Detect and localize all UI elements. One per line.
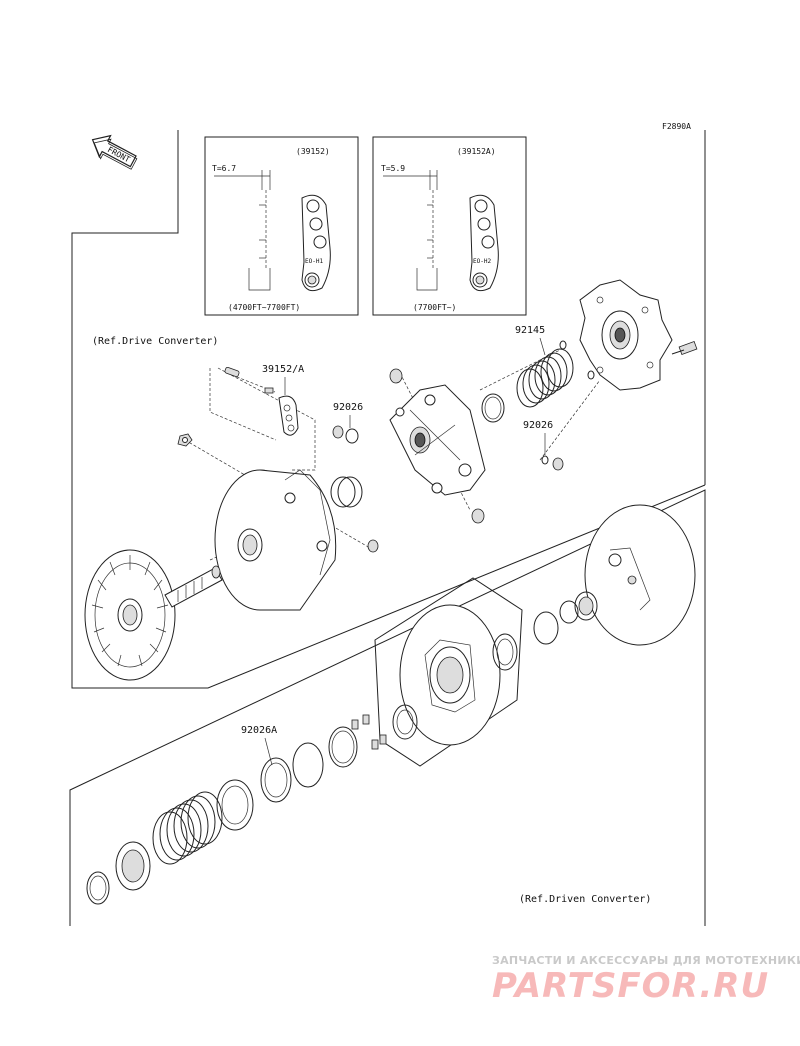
callout-92026-right: 92026: [523, 420, 553, 431]
shaft: [164, 565, 223, 608]
weight-arm: [278, 395, 299, 436]
callout-92026A: 92026A: [241, 725, 277, 736]
screws: [351, 714, 387, 750]
spider-assembly: [389, 384, 486, 496]
driven-cam: [374, 577, 523, 767]
washer: [541, 455, 549, 465]
inset-39152: (39152) T=6.7 EO-H1 (4700FT~7700FT): [204, 136, 359, 316]
ring: [481, 393, 505, 423]
inset-range: (4700FT~7700FT): [228, 303, 300, 312]
bushing: [330, 476, 356, 508]
front-arrow-icon: FRONT: [91, 134, 138, 170]
inset-range: (7700FT~): [413, 303, 456, 312]
drive-cover: [579, 279, 673, 391]
callout-39152A: 39152/A: [262, 364, 304, 375]
spring-92145: [516, 348, 574, 408]
watermark-tagline: ЗАПЧАСТИ И АКСЕССУАРЫ ДЛЯ МОТОТЕХНИКИ: [492, 954, 800, 967]
callout-92026-left: 92026: [333, 402, 363, 413]
washer: [292, 742, 324, 788]
movable-sheave: [214, 469, 337, 611]
driven-section-frame: [69, 489, 706, 926]
ref-drive-converter-label: (Ref.Drive Converter): [92, 336, 218, 347]
washer-92026A: [328, 726, 358, 768]
nut: [389, 368, 403, 384]
washer: [345, 428, 359, 444]
inset-thickness: T=6.7: [212, 164, 236, 173]
ring: [492, 633, 518, 671]
nut: [177, 433, 193, 447]
nut: [367, 539, 379, 553]
weight-pin: [224, 366, 274, 394]
washer: [260, 757, 292, 803]
ring: [86, 871, 110, 905]
inset-39152A: (39152A) T=5.9 EO-H2 (7700FT~): [372, 136, 527, 316]
ring: [533, 611, 559, 645]
drive-section-frame: [71, 130, 706, 689]
washer: [587, 370, 595, 380]
inset-mark: EO-H2: [473, 258, 491, 265]
washer: [559, 340, 567, 350]
ring: [559, 600, 579, 624]
fixed-sheave-fan: [84, 549, 176, 681]
bushing: [471, 508, 485, 524]
ring: [392, 704, 418, 740]
inset-thickness: T=5.9: [381, 164, 405, 173]
ref-driven-converter-label: (Ref.Driven Converter): [519, 894, 651, 905]
figure-code: F2890A: [662, 122, 691, 131]
inset-part-no: (39152A): [457, 147, 496, 156]
driven-spring: [152, 779, 254, 865]
ring: [574, 591, 598, 621]
watermark-logo: PARTSFOR.RU: [492, 966, 769, 1006]
nut: [552, 457, 564, 471]
bolt: [671, 340, 698, 356]
callout-92145: 92145: [515, 325, 545, 336]
driven-sheave: [584, 504, 696, 646]
inset-mark: EO-H1: [305, 258, 323, 265]
inset-part-no: (39152): [296, 147, 330, 156]
washer: [332, 425, 344, 439]
